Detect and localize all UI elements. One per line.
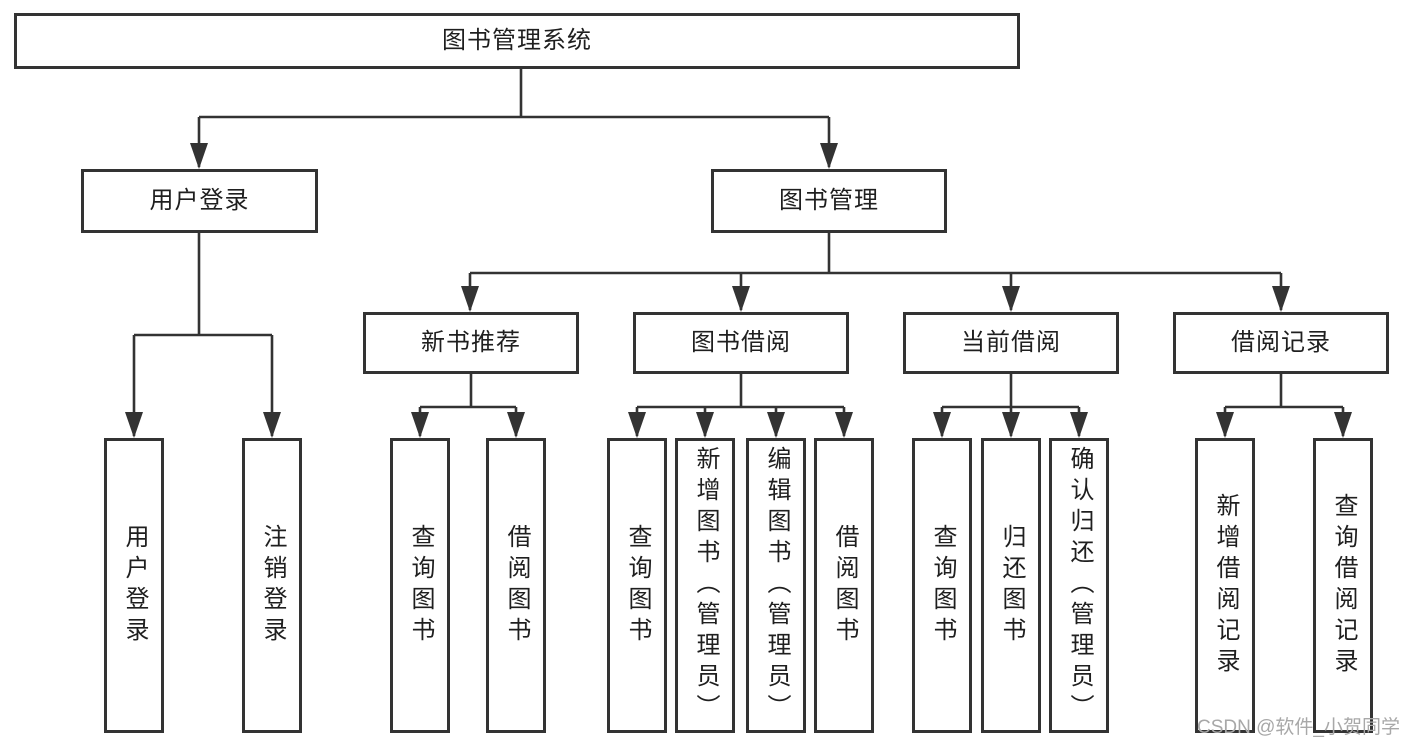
csdn-watermark: CSDN @软件_小贺同学 — [1197, 717, 1400, 738]
node-borrow-records: 借阅记录 — [1173, 312, 1389, 374]
node-new-book-recommend: 新书推荐 — [363, 312, 579, 374]
leaf-user-login: 用户登录 — [104, 438, 164, 733]
leaf-borrow-books: 借阅图书 — [814, 438, 874, 733]
leaf-logout: 注销登录 — [242, 438, 302, 733]
leaf-query-borrow-record: 查询借阅记录 — [1313, 438, 1373, 733]
leaf-query-books-borrow: 查询图书 — [607, 438, 667, 733]
leaf-borrow-books-recommend: 借阅图书 — [486, 438, 546, 733]
node-book-management: 图书管理 — [711, 169, 947, 233]
leaf-edit-books-admin: 编辑图书（管理员） — [746, 438, 806, 733]
node-root: 图书管理系统 — [14, 13, 1020, 69]
leaf-query-books-current: 查询图书 — [912, 438, 972, 733]
leaf-add-books-admin: 新增图书（管理员） — [675, 438, 735, 733]
leaf-confirm-return-admin: 确认归还（管理员） — [1049, 438, 1109, 733]
leaf-query-books-recommend: 查询图书 — [390, 438, 450, 733]
leaf-add-borrow-record: 新增借阅记录 — [1195, 438, 1255, 733]
node-user-login: 用户登录 — [81, 169, 318, 233]
node-book-borrow: 图书借阅 — [633, 312, 849, 374]
arrowhead-icons — [125, 143, 1352, 438]
node-current-borrow: 当前借阅 — [903, 312, 1119, 374]
leaf-return-books: 归还图书 — [981, 438, 1041, 733]
